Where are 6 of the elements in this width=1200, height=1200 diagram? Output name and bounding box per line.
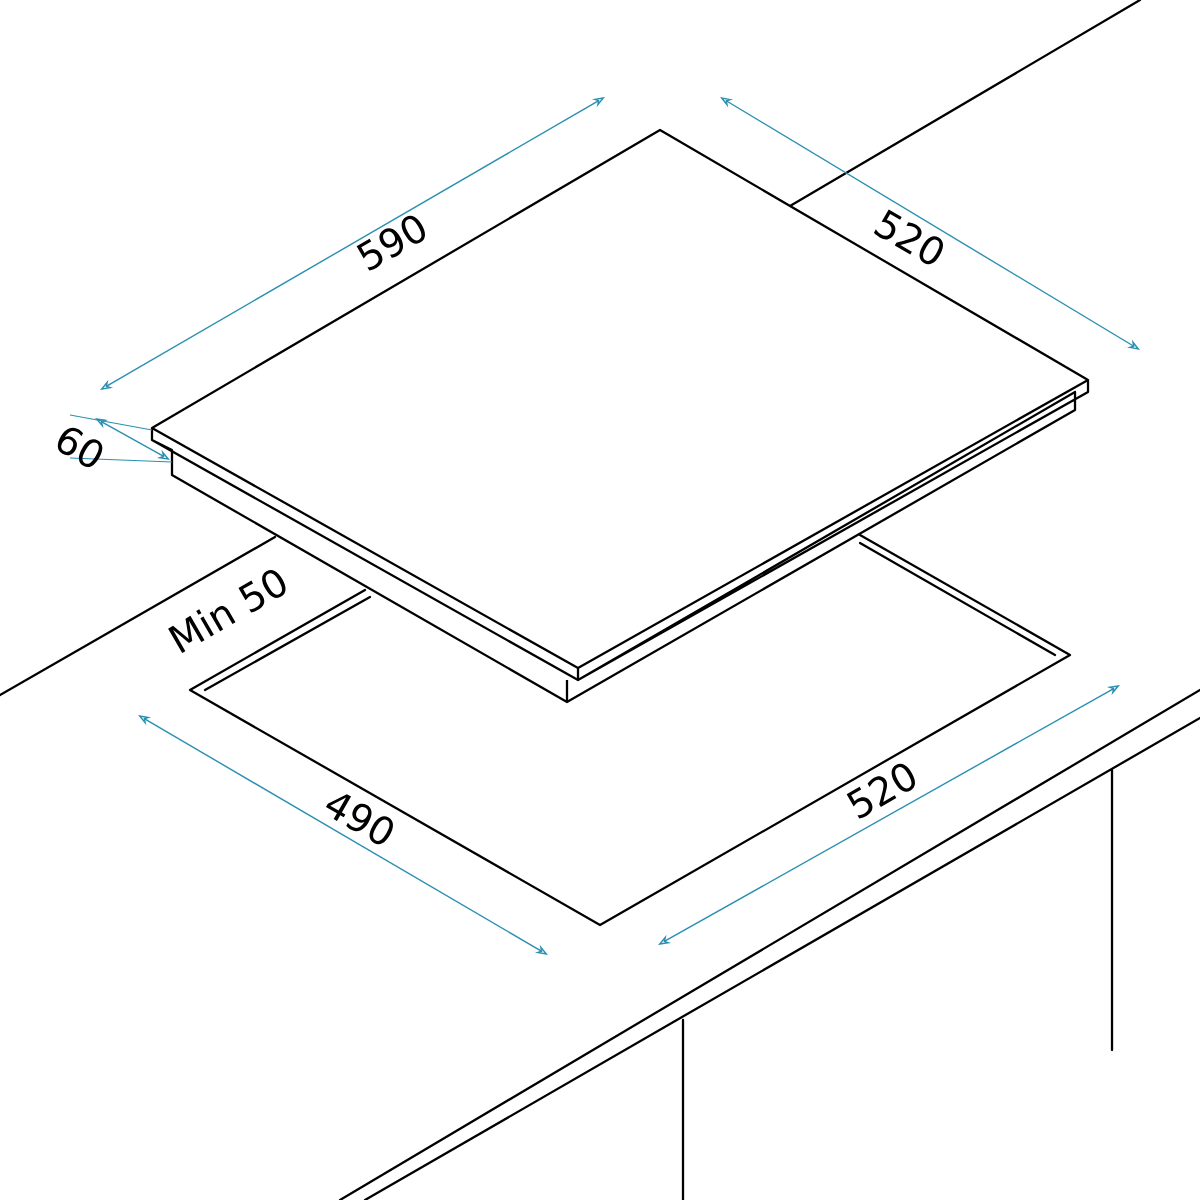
dimension-label: 520 xyxy=(873,209,943,265)
dimension-label: 520 xyxy=(846,763,915,819)
dimension-label: 590 xyxy=(356,215,425,271)
dimension-label: 490 xyxy=(326,794,393,845)
dimension-label: Min 50 xyxy=(168,570,286,654)
dimension-label: 60 xyxy=(57,427,103,468)
